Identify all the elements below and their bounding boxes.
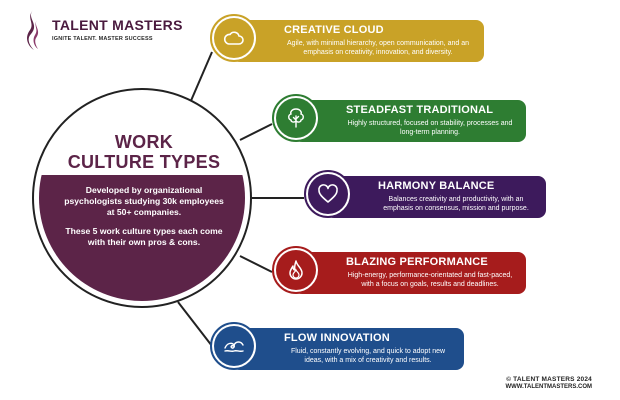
- card-flow-innovation[interactable]: FLOW INNOVATION Fluid, constantly evolvi…: [210, 322, 464, 370]
- website-link[interactable]: WWW.TALENTMASTERS.COM: [505, 384, 592, 390]
- card-steadfast-traditional[interactable]: STEADFAST TRADITIONAL Highly structured,…: [272, 94, 526, 142]
- card-icon-disc: [308, 174, 348, 214]
- card-icon-disc: [214, 326, 254, 366]
- card-title: STEADFAST TRADITIONAL: [346, 104, 494, 116]
- card-icon-frame: [210, 14, 258, 62]
- card-description: High-energy, performance-orientated and …: [347, 272, 513, 288]
- footer: © TALENT MASTERS 2024 WWW.TALENTMASTERS.…: [505, 376, 592, 390]
- card-title: HARMONY BALANCE: [378, 180, 495, 192]
- card-icon-disc: [276, 98, 316, 138]
- copyright-text: © TALENT MASTERS 2024: [506, 376, 592, 383]
- connector-creative-cloud: [189, 51, 213, 104]
- card-icon-disc: [214, 18, 254, 58]
- center-description: Developed by organizational psychologist…: [62, 185, 226, 256]
- center-circle: WORK CULTURE TYPES Developed by organiza…: [32, 88, 252, 308]
- card-title: CREATIVE CLOUD: [284, 24, 384, 36]
- card-icon-frame: [304, 170, 352, 218]
- center-paragraph-2: These 5 work culture types each come wit…: [65, 226, 223, 247]
- card-description: Agile, with minimal hierarchy, open comm…: [287, 40, 469, 56]
- center-paragraph-1: Developed by organizational psychologist…: [64, 185, 224, 217]
- center-fill: [39, 175, 245, 301]
- card-icon-frame: [210, 322, 258, 370]
- card-icon-frame: [272, 246, 320, 294]
- brand-name: TALENT MASTERS: [52, 17, 183, 33]
- card-description: Fluid, constantly evolving, and quick to…: [290, 348, 446, 364]
- heart-icon: [318, 184, 338, 203]
- cloud-icon: [223, 31, 244, 45]
- card-title: FLOW INNOVATION: [284, 332, 390, 344]
- flame-icon: [289, 260, 303, 280]
- card-icon-disc: [276, 250, 316, 290]
- brand-logo[interactable]: TALENT MASTERS IGNITE TALENT. MASTER SUC…: [22, 8, 192, 52]
- brand-tagline: IGNITE TALENT. MASTER SUCCESS: [52, 36, 153, 42]
- card-icon-frame: [272, 94, 320, 142]
- center-title: WORK CULTURE TYPES: [34, 132, 254, 172]
- card-description: Highly structured, focused on stability,…: [347, 120, 513, 136]
- card-blazing-performance[interactable]: BLAZING PERFORMANCE High-energy, perform…: [272, 246, 526, 294]
- center-circle-inner: [39, 95, 245, 301]
- connector-flow-innovation: [177, 301, 213, 347]
- card-description: Balances creativity and productivity, wi…: [383, 196, 529, 212]
- card-creative-cloud[interactable]: CREATIVE CLOUD Agile, with minimal hiera…: [210, 14, 484, 62]
- center-title-line2: CULTURE TYPES: [67, 152, 221, 172]
- flame-logo-icon: [27, 10, 39, 50]
- tree-icon: [288, 108, 304, 128]
- wave-icon: [224, 341, 244, 352]
- center-title-line1: WORK: [114, 132, 174, 152]
- card-title: BLAZING PERFORMANCE: [346, 256, 488, 268]
- card-harmony-balance[interactable]: HARMONY BALANCE Balances creativity and …: [304, 170, 546, 218]
